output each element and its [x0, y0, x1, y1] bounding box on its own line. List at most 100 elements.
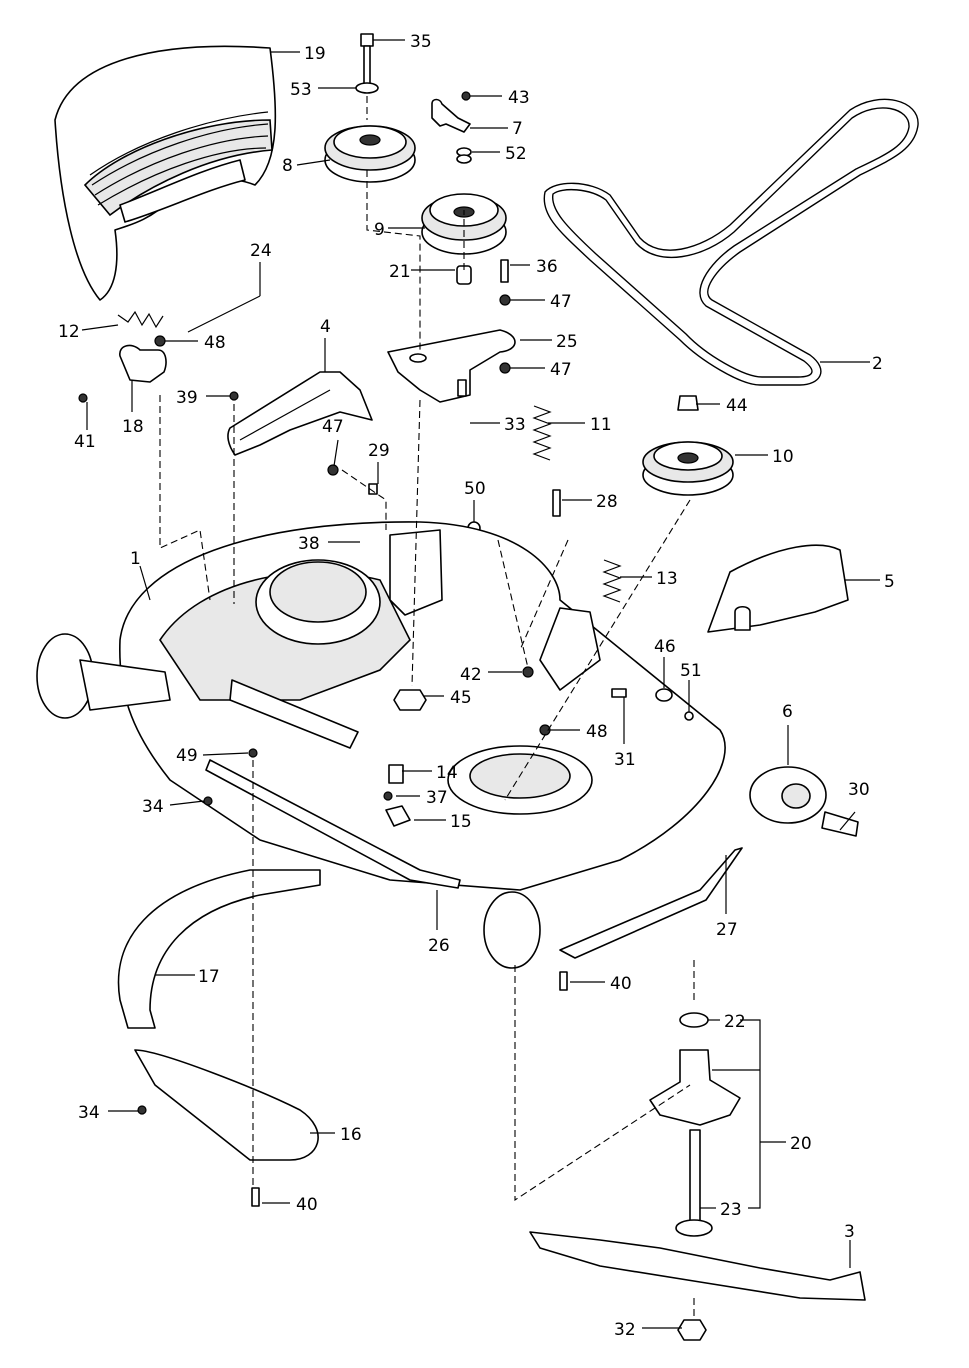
callout-51: 51	[680, 661, 702, 681]
callout-18: 18	[122, 417, 144, 437]
callout-34-b: 34	[78, 1103, 100, 1123]
callout-3: 3	[844, 1222, 855, 1242]
callout-19: 19	[304, 44, 326, 64]
extension-spring-part	[532, 405, 552, 461]
blade-part	[529, 1231, 866, 1301]
nut-part	[655, 688, 673, 702]
callout-10: 10	[772, 447, 794, 467]
callout-53: 53	[290, 80, 312, 100]
callout-32: 32	[614, 1320, 636, 1340]
grass-chute-cover-part	[54, 45, 277, 301]
callout-14: 14	[436, 763, 458, 783]
callout-33: 33	[504, 415, 526, 435]
screw-part	[203, 796, 213, 806]
callout-42: 42	[460, 665, 482, 685]
callout-47-b: 47	[550, 292, 572, 312]
callout-2: 2	[872, 354, 883, 374]
callout-15: 15	[450, 812, 472, 832]
drive-belt-part	[543, 98, 919, 386]
callout-45: 45	[450, 688, 472, 708]
callout-22: 22	[724, 1012, 746, 1032]
callout-37: 37	[426, 788, 448, 808]
bracket-part	[385, 805, 411, 827]
callout-40-b: 40	[610, 974, 632, 994]
rod-part	[187, 295, 261, 333]
callout-9: 9	[374, 220, 385, 240]
alignment-lines	[159, 96, 695, 1318]
callout-4: 4	[320, 317, 331, 337]
callout-12: 12	[58, 322, 80, 342]
screw-part	[137, 1105, 147, 1115]
callout-30: 30	[848, 780, 870, 800]
callout-40: 40	[296, 1195, 318, 1215]
callout-47-a: 47	[322, 417, 344, 437]
callout-13: 13	[656, 569, 678, 589]
callout-44: 44	[726, 396, 748, 416]
idler-pulley-part	[324, 125, 416, 183]
callout-52: 52	[505, 144, 527, 164]
callout-23: 23	[720, 1200, 742, 1220]
callout-16: 16	[340, 1125, 362, 1145]
callout-41: 41	[74, 432, 96, 452]
callout-43: 43	[508, 88, 530, 108]
callout-50: 50	[464, 479, 486, 499]
bolt-part	[229, 391, 239, 401]
blade-bolt-part	[677, 1319, 707, 1341]
callout-49: 49	[176, 746, 198, 766]
pin-part	[552, 489, 561, 517]
bushing-part	[456, 259, 511, 374]
deflector-plate-part	[134, 1049, 319, 1161]
spindle-assembly-part	[649, 1012, 741, 1237]
callout-38: 38	[298, 534, 320, 554]
bolt-part	[355, 33, 379, 94]
nut-part	[248, 748, 258, 758]
drive-pulley-part	[642, 395, 734, 496]
idler-bracket-plate-part	[387, 329, 516, 403]
callout-47-c: 47	[550, 360, 572, 380]
callout-28: 28	[596, 492, 618, 512]
baffle-front-part	[205, 759, 461, 889]
idler-arm-bracket-part	[431, 91, 472, 164]
wheel-right-part	[749, 766, 859, 837]
nut-part	[522, 666, 534, 678]
belt-guard-right-part	[707, 544, 849, 633]
spacer-part	[388, 764, 404, 784]
nut-part	[393, 689, 427, 711]
callout-24: 24	[250, 241, 272, 261]
callout-27: 27	[716, 920, 738, 940]
side-chute-part	[117, 869, 321, 1029]
washer-part	[684, 711, 694, 721]
bolt-part	[611, 688, 627, 698]
callout-21: 21	[389, 262, 411, 282]
callout-labels: 1 2 3 4 5 6 7 8 9 10 11 12 13 14 15 16 1…	[58, 32, 895, 1340]
callout-11: 11	[590, 415, 612, 435]
callout-7: 7	[512, 119, 523, 139]
nut-part	[327, 464, 339, 476]
baffle-right-part	[559, 847, 743, 959]
callout-46: 46	[654, 637, 676, 657]
callout-20: 20	[790, 1134, 812, 1154]
callout-5: 5	[884, 572, 895, 592]
belt-guard-left-part	[227, 371, 373, 456]
callout-1: 1	[130, 549, 141, 569]
callout-36: 36	[536, 257, 558, 277]
callout-26: 26	[428, 936, 450, 956]
callout-48-b: 48	[586, 722, 608, 742]
bolt-part	[383, 791, 393, 801]
bolt-part	[559, 971, 568, 991]
callout-6: 6	[782, 702, 793, 722]
callout-25: 25	[556, 332, 578, 352]
callout-39: 39	[176, 388, 198, 408]
wheel-front-part	[483, 891, 541, 969]
wheel-left-part	[36, 633, 171, 719]
callout-8: 8	[282, 156, 293, 176]
callout-17: 17	[198, 967, 220, 987]
callout-31: 31	[614, 750, 636, 770]
leader-lines	[81, 39, 880, 1329]
bolt-part	[251, 1187, 260, 1207]
callout-35: 35	[410, 32, 432, 52]
callout-29: 29	[368, 441, 390, 461]
callout-34: 34	[142, 797, 164, 817]
callout-48-a: 48	[204, 333, 226, 353]
